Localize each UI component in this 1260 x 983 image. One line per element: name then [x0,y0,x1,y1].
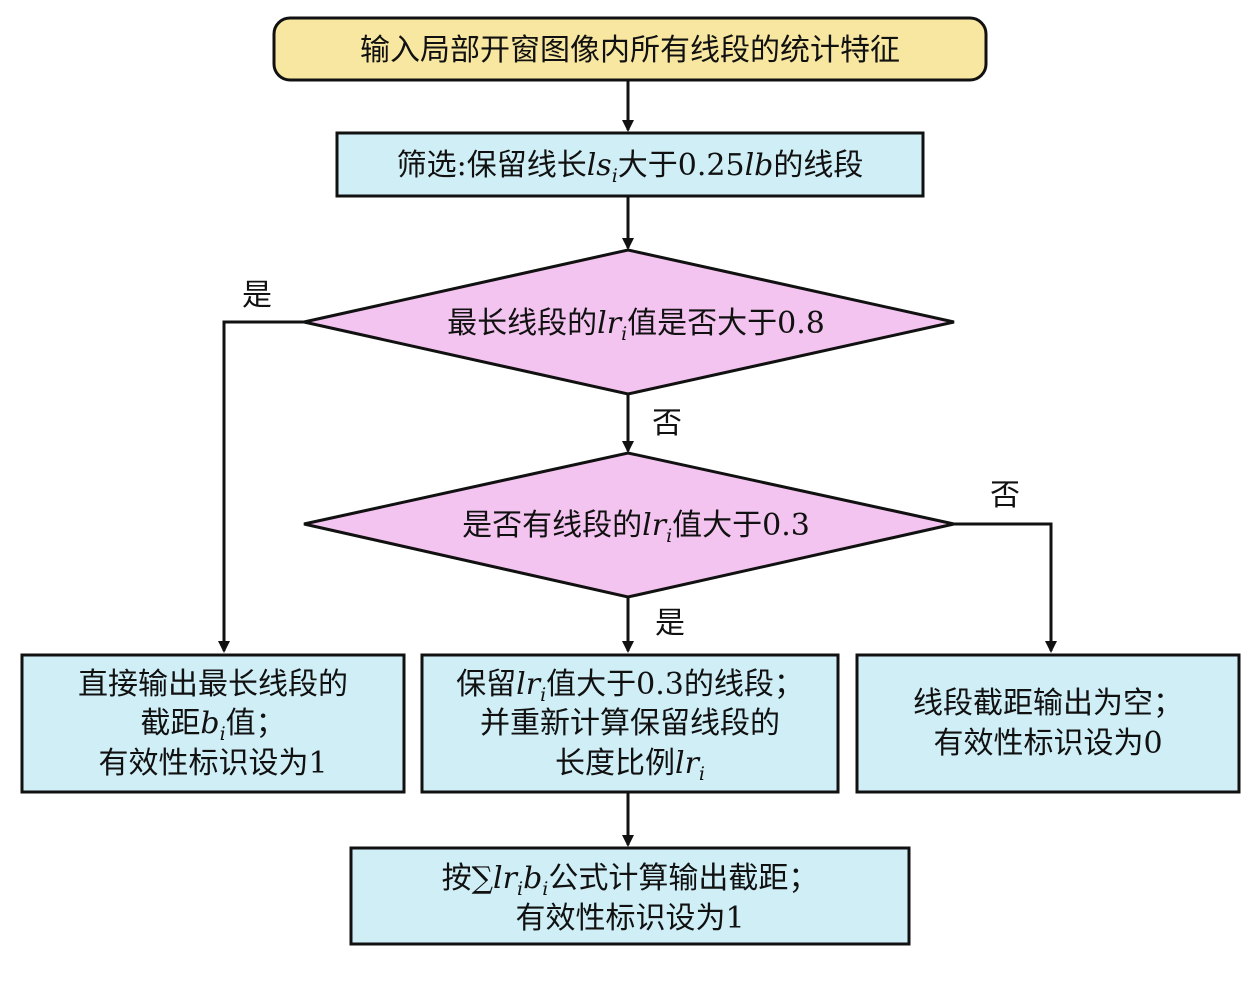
final-box-shape [349,846,911,946]
left-box-line3: 有效性标识设为1 [98,746,327,781]
filter-var2: lb [745,148,774,183]
decision1-pre: 最长线段的 [447,306,597,341]
left-box-line1: 直接输出最长线段的 [78,667,348,702]
edge-label-d1-yes: 是 [242,278,272,313]
decision1-post: 值是否大于0.8 [627,306,825,341]
final-line1-sub2: i [542,878,548,900]
final-box-line1: 按∑lribi公式计算输出截距； [442,861,819,900]
filter-post: 的线段 [773,148,863,183]
middle-box-line1: 保留lri值大于0.3的线段； [456,667,804,706]
middle-line3-pre: 长度比例 [555,746,675,781]
start-node: 输入局部开窗图像内所有线段的统计特征 [272,16,988,82]
middle-box: 保留lri值大于0.3的线段； 并重新计算保留线段的 长度比例lri [420,653,840,794]
final-box: 按∑lribi公式计算输出截距； 有效性标识设为1 [349,846,911,946]
decision1-sub: i [621,323,627,345]
middle-line3-sub: i [699,763,705,785]
left-line2-pre: 截距 [140,706,200,741]
filter-node: 筛选:保留线长lsi大于0.25lb的线段 [335,131,925,198]
middle-box-shape [420,653,840,794]
edge-label-d1-no: 否 [652,406,682,441]
right-box-line1: 线段截距输出为空； [913,686,1183,721]
filter-node-label: 筛选:保留线长lsi大于0.25lb的线段 [397,148,864,187]
decision2-pre: 是否有线段的 [462,508,642,543]
left-line2-sub: i [220,723,226,745]
edges [218,80,1057,847]
middle-line1-sub: i [540,684,546,706]
decision2-post: 值大于0.3 [672,508,810,543]
decision2-label: 是否有线段的lri值大于0.3 [462,508,810,547]
filter-node-shape [335,131,925,198]
middle-line1-post: 值大于0.3的线段； [546,667,804,702]
filter-var: ls [587,148,612,183]
final-line1-post: 公式计算输出截距； [548,861,818,896]
left-line2-var: b [200,706,219,741]
decision1-label: 最长线段的lri值是否大于0.8 [447,306,825,345]
middle-box-line2: 并重新计算保留线段的 [480,706,780,741]
middle-line1-var: lr [516,667,542,702]
edge-decision2-no [954,522,1057,653]
edge-label-d2-yes: 是 [655,606,685,641]
final-line1-pre: 按∑ [442,861,494,896]
left-box-shape [20,653,406,794]
right-box-line2: 有效性标识设为0 [933,726,1162,761]
left-box-line2: 截距bi值； [140,706,285,745]
decision2-node: 是否有线段的lri值大于0.3 [303,451,955,599]
middle-box-line3: 长度比例lri [555,746,705,785]
final-line1-var2: b [523,861,542,896]
final-line1-sub1: i [517,878,523,900]
right-box: 线段截距输出为空； 有效性标识设为0 [855,653,1241,794]
start-node-label: 输入局部开窗图像内所有线段的统计特征 [360,33,900,68]
middle-line3-var: lr [675,746,701,781]
final-line1-var1: lr [493,861,519,896]
left-box: 直接输出最长线段的 截距bi值； 有效性标识设为1 [20,653,406,794]
middle-line1-pre: 保留 [456,667,516,702]
final-box-line2: 有效性标识设为1 [515,901,744,936]
filter-pre: 筛选:保留线长 [397,148,587,183]
right-box-shape [855,653,1241,794]
decision2-var: lr [642,508,668,543]
decision1-var: lr [597,306,623,341]
left-line2-post: 值； [226,706,286,741]
decision1-node: 最长线段的lri值是否大于0.8 [303,248,955,396]
edge-label-d2-no: 否 [990,478,1020,513]
decision2-sub: i [666,525,672,547]
filter-sub: i [612,165,618,187]
edge-decision1-yes [218,320,304,653]
start-node-shape [272,16,988,82]
decision1-shape [303,248,955,396]
decision2-shape [303,451,955,599]
filter-mid: 大于0.25 [618,148,745,183]
